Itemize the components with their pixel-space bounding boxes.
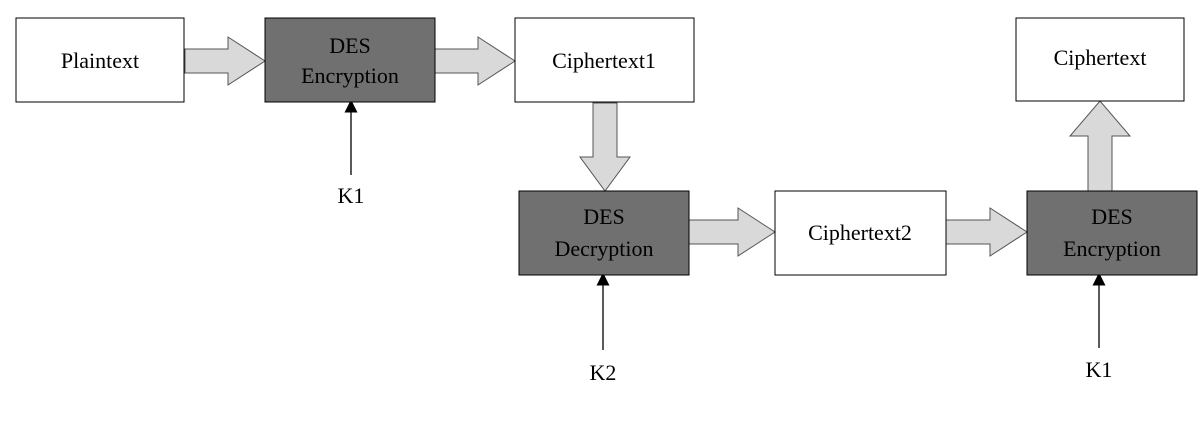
node-plaintext-label: Plaintext	[61, 48, 139, 73]
flow-arrow-des2-to-ciphertext2	[688, 207, 776, 257]
node-ciphertext: Ciphertext	[1015, 17, 1185, 102]
node-ciphertext-box	[1015, 17, 1185, 102]
flow-arrows	[184, 36, 1132, 257]
node-des-encryption-1-label-line1: DES	[329, 33, 371, 58]
node-des-encryption-2-label-line2: Encryption	[1063, 236, 1161, 261]
node-ciphertext1-box	[514, 17, 695, 103]
node-des-encryption-2-box	[1026, 190, 1198, 276]
node-des-encryption-2-label-line1: DES	[1091, 204, 1133, 229]
node-plaintext: Plaintext	[15, 17, 185, 103]
node-ciphertext2-box	[774, 190, 947, 276]
node-plaintext-box	[15, 17, 185, 103]
node-ciphertext2-label: Ciphertext2	[808, 220, 912, 245]
nodes: Plaintext DES Encryption Ciphertext1 DES…	[15, 17, 1198, 276]
flow-arrow-des1-to-ciphertext1	[434, 36, 516, 86]
flow-arrow-des3-to-ciphertext	[1068, 100, 1132, 192]
node-ciphertext1-label: Ciphertext1	[552, 48, 656, 73]
node-des-encryption-1: DES Encryption	[264, 17, 436, 103]
key-label-k1-second: K1	[1086, 357, 1113, 382]
node-des-decryption-box	[518, 190, 690, 276]
node-ciphertext2: Ciphertext2	[774, 190, 947, 276]
flow-arrow-plaintext-to-des1	[184, 36, 266, 86]
node-ciphertext1: Ciphertext1	[514, 17, 695, 103]
flow-arrow-ciphertext1-to-des2	[579, 102, 631, 192]
key-labels: K1 K2 K1	[338, 183, 1113, 385]
node-des-encryption-1-box	[264, 17, 436, 103]
node-des-encryption-1-label-line2: Encryption	[301, 63, 399, 88]
key-label-k1-first: K1	[338, 183, 365, 208]
node-des-decryption: DES Decryption	[518, 190, 690, 276]
key-arrows	[344, 99, 1106, 350]
node-des-encryption-2: DES Encryption	[1026, 190, 1198, 276]
key-label-k2: K2	[590, 360, 617, 385]
node-des-decryption-label-line2: Decryption	[555, 236, 654, 261]
node-des-decryption-label-line1: DES	[583, 204, 625, 229]
flow-arrow-ciphertext2-to-des3	[945, 207, 1028, 257]
node-ciphertext-label: Ciphertext	[1054, 45, 1147, 70]
